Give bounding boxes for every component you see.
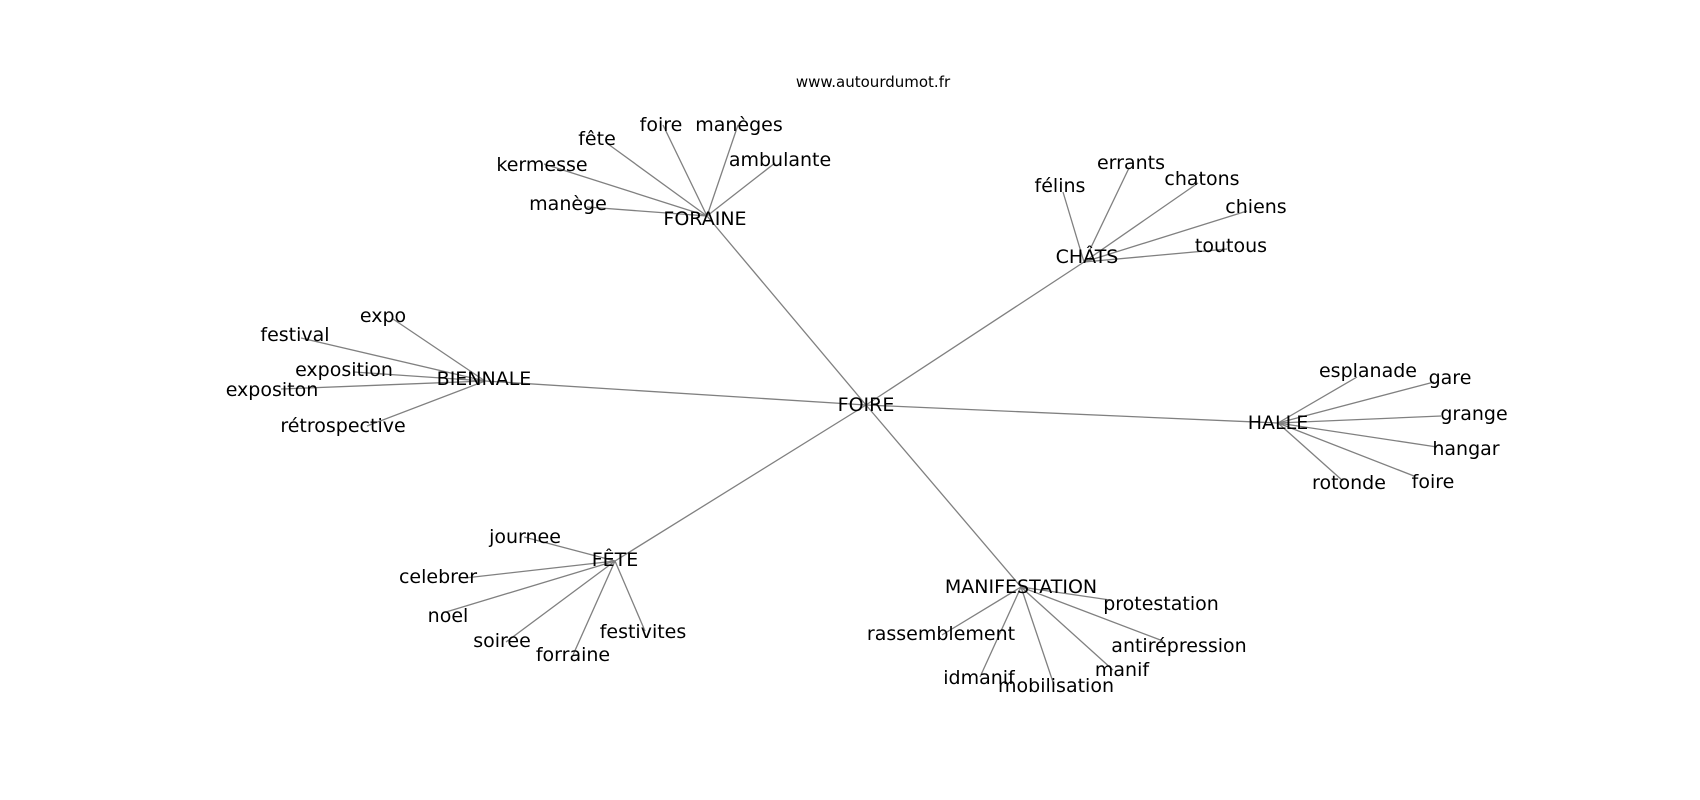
hub-group-fete: FÊTE journee celebrer noel festivites so… <box>399 526 686 666</box>
leaf-node-label[interactable]: celebrer <box>399 566 477 588</box>
edge-line <box>941 586 1022 636</box>
edge-line <box>662 124 708 217</box>
leaf-node-label[interactable]: exposition <box>295 359 393 381</box>
leaf-node-label[interactable]: protestation <box>1103 593 1219 615</box>
edge-line <box>865 404 1022 588</box>
leaf-node-label[interactable]: journee <box>488 526 561 548</box>
leaf-node-label[interactable]: esplanade <box>1319 360 1417 382</box>
edge-line <box>464 560 616 579</box>
leaf-node-label[interactable]: manif <box>1095 659 1150 681</box>
leaf-node-label[interactable]: chatons <box>1164 168 1239 190</box>
leaf-node-label[interactable]: errants <box>1097 152 1165 174</box>
edge-line <box>1277 422 1438 448</box>
leaf-node-label[interactable]: hangar <box>1432 438 1499 460</box>
hub-nodes-layer: FORAINE foire manèges fête ambulante ker… <box>226 114 1508 697</box>
leaf-node-label[interactable]: festivites <box>600 621 687 643</box>
hub-group-biennale: BIENNALE expo festival exposition exposi… <box>226 305 532 437</box>
edge-line <box>1277 422 1415 477</box>
edge-line <box>706 215 867 406</box>
edge-line <box>1062 191 1085 263</box>
leaf-node-label[interactable]: gare <box>1429 367 1472 389</box>
edge-line <box>586 206 708 217</box>
leaf-node-label[interactable]: antirépression <box>1111 635 1246 657</box>
leaf-node-label[interactable]: manège <box>529 193 607 215</box>
leaf-node-label[interactable]: idmanif <box>943 667 1016 689</box>
leaf-node-label[interactable]: forraine <box>536 644 610 666</box>
edge-line <box>1277 422 1344 482</box>
leaf-node-label[interactable]: foire <box>640 114 683 136</box>
site-url-label[interactable]: www.autourdumot.fr <box>796 73 951 91</box>
edge-line <box>1020 586 1055 686</box>
edge-line <box>607 143 708 217</box>
edge-line <box>392 318 486 382</box>
edge-line <box>1083 182 1199 263</box>
edge-line <box>543 163 708 217</box>
leaf-node-label[interactable]: félins <box>1035 175 1086 197</box>
center-node-label[interactable]: FOIRE <box>838 394 895 416</box>
leaf-node-label[interactable]: toutous <box>1195 235 1267 257</box>
edge-line <box>614 404 867 562</box>
leaf-node-label[interactable]: rétrospective <box>280 415 405 437</box>
edge-line <box>523 536 616 562</box>
edge-line <box>1020 586 1111 601</box>
edge-line <box>445 560 616 613</box>
leaf-node-label[interactable]: ambulante <box>729 149 831 171</box>
edges-layer <box>280 124 1442 686</box>
edge-line <box>366 380 486 427</box>
hub-node-label[interactable]: FÊTE <box>592 548 639 571</box>
edge-line <box>1277 376 1358 424</box>
edge-line <box>1277 381 1435 424</box>
leaf-node-label[interactable]: chiens <box>1225 196 1286 218</box>
edge-line <box>505 560 616 643</box>
leaf-node-label[interactable]: manèges <box>695 114 783 136</box>
leaf-node-label[interactable]: foire <box>1412 471 1455 493</box>
hub-node-label[interactable]: FORAINE <box>663 208 746 230</box>
edge-line <box>1083 210 1248 263</box>
hub-group-halle: HALLE esplanade gare grange hangar foire… <box>1248 360 1508 494</box>
hub-group-manifestation: MANIFESTATION protestation rassemblement… <box>867 576 1247 697</box>
edge-line <box>979 586 1022 678</box>
hub-node-label[interactable]: MANIFESTATION <box>945 576 1097 598</box>
leaf-node-label[interactable]: fête <box>578 128 616 150</box>
hub-group-chats: CHÂTS errants félins chatons chiens tout… <box>1035 152 1287 268</box>
edge-line <box>706 162 776 217</box>
edge-line <box>1277 415 1442 424</box>
leaf-node-label[interactable]: grange <box>1440 403 1507 425</box>
leaf-node-label[interactable]: rassemblement <box>867 623 1015 645</box>
hub-node-label[interactable]: CHÂTS <box>1056 245 1119 268</box>
leaf-node-label[interactable]: kermesse <box>496 154 587 176</box>
edge-line <box>484 380 867 406</box>
edge-line <box>300 337 486 382</box>
edge-line <box>706 124 739 217</box>
edge-line <box>614 560 646 632</box>
edge-line <box>865 261 1085 406</box>
edge-line <box>353 371 486 382</box>
edge-line <box>280 380 486 390</box>
leaf-node-label[interactable]: rotonde <box>1312 472 1386 494</box>
leaf-node-label[interactable]: soiree <box>473 630 531 652</box>
hub-group-foraine: FORAINE foire manèges fête ambulante ker… <box>496 114 831 230</box>
hub-node-label[interactable]: HALLE <box>1248 412 1308 434</box>
edge-line <box>1020 586 1164 642</box>
edge-line <box>1083 248 1228 263</box>
edge-line <box>865 404 1279 424</box>
leaf-node-label[interactable]: expositon <box>226 379 319 401</box>
leaf-node-label[interactable]: noel <box>428 605 469 627</box>
edge-line <box>1020 586 1114 671</box>
leaf-node-label[interactable]: mobilisation <box>998 675 1114 697</box>
leaf-node-label[interactable]: expo <box>360 305 406 327</box>
leaf-node-label[interactable]: festival <box>260 324 329 346</box>
hub-node-label[interactable]: BIENNALE <box>437 368 532 390</box>
edge-line <box>572 560 616 656</box>
edge-line <box>1083 167 1130 263</box>
